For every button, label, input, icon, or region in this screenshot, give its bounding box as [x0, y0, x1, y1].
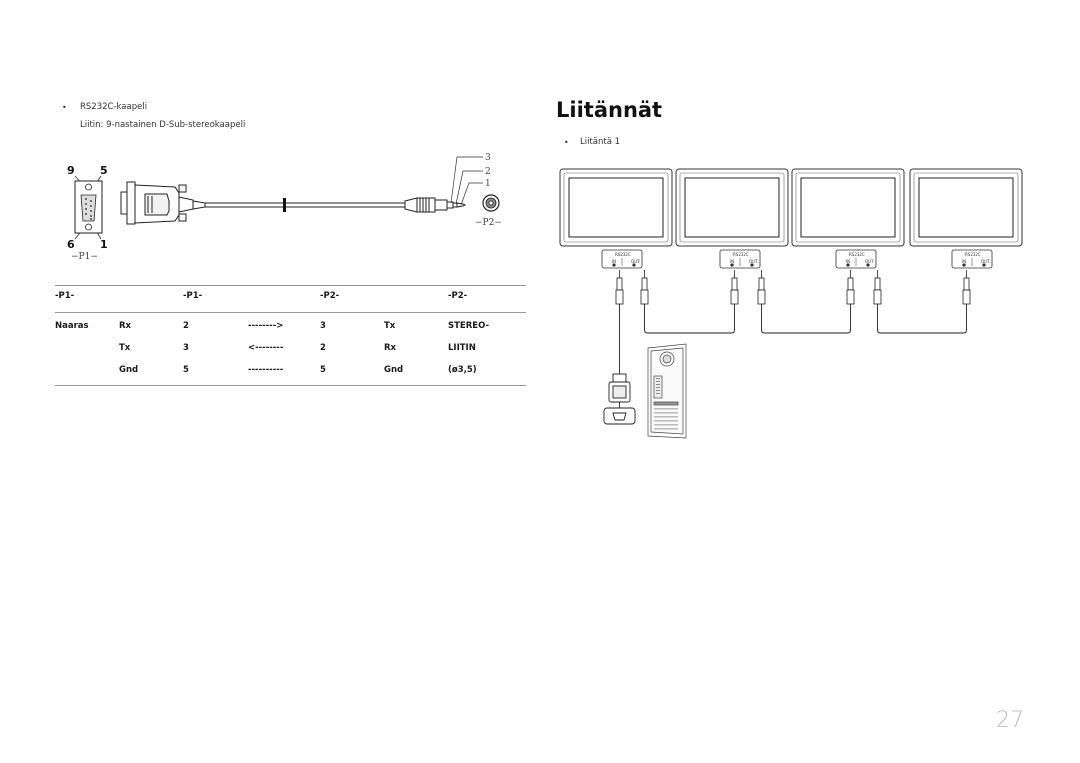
plug-pin-3: 3 — [485, 153, 491, 163]
table-cell: Rx — [384, 343, 397, 353]
display-2-in-label: IN — [730, 259, 734, 264]
table-cell: Gnd — [384, 365, 404, 375]
rs232c-cable-diagram: 9 5 6 1 −P1− — [67, 153, 502, 262]
display-2-port-label: RS232C — [733, 252, 749, 257]
pin-label-1: 1 — [100, 238, 108, 251]
table-bottom-rule — [55, 385, 526, 386]
display-2-out-label: OUT — [749, 259, 758, 264]
table-cell: (ø3,5) — [448, 365, 477, 375]
cable-ferrite — [283, 198, 286, 212]
p2-label: −P2− — [475, 218, 502, 228]
display-4-out-label: OUT — [981, 259, 990, 264]
table-cell: ---------- — [248, 365, 284, 375]
table-top-rule — [55, 285, 526, 286]
section-title: Liitännät — [556, 98, 663, 122]
db9-connector — [120, 181, 206, 225]
table-cell: 5 — [183, 365, 189, 375]
pin-table: -P1- -P1- -P2- -P2- Naaras Rx 2 --------… — [55, 285, 526, 387]
stereo-plugs — [615, 277, 971, 305]
stereo-plug-end-view — [482, 194, 500, 212]
table-cell: Gnd — [119, 365, 139, 375]
display-3-port-label: RS232C — [849, 252, 865, 257]
cable-bullet: • — [62, 103, 67, 112]
table-cell: <-------- — [248, 343, 284, 353]
chain-cables — [619, 304, 967, 374]
display-4-in-label: IN — [962, 259, 966, 264]
table-cell: 3 — [183, 343, 189, 353]
cable-title: RS232C-kaapeli — [80, 102, 148, 112]
plug-tips — [619, 270, 967, 278]
connection-bullet: • — [564, 138, 569, 147]
table-header-p2-a: -P2- — [320, 291, 340, 301]
display-3-out-label: OUT — [865, 259, 874, 264]
table-header-p1-a: -P1- — [55, 291, 75, 301]
table-cell: Tx — [119, 343, 131, 353]
table-header-rule — [55, 312, 526, 313]
table-header-p1-b: -P1- — [183, 291, 203, 301]
plug-pin-2: 2 — [485, 167, 491, 177]
table-cell: 2 — [183, 321, 189, 331]
table-header-p2-b: -P2- — [448, 291, 468, 301]
pin-label-9: 9 — [67, 164, 75, 177]
display-1: RS232C IN OUT — [559, 168, 673, 269]
stereo-plug — [404, 197, 467, 213]
display-4-port-label: RS232C — [965, 252, 981, 257]
display-4: RS232C IN OUT — [909, 168, 1023, 269]
pin-label-5: 5 — [100, 164, 108, 177]
display-2: RS232C IN OUT — [675, 168, 789, 269]
table-cell: 5 — [320, 365, 326, 375]
display-1-port-label: RS232C — [615, 252, 631, 257]
connector-description: Liitin: 9-nastainen D-Sub-stereokaapeli — [80, 120, 246, 130]
table-cell: LIITIN — [448, 343, 476, 353]
daisy-chain-diagram: RS232C IN OUT RS232C IN OUT RS232C IN OU… — [559, 168, 1023, 439]
display-1-in-label: IN — [612, 259, 616, 264]
display-1-out-label: OUT — [631, 259, 640, 264]
display-3: RS232C IN OUT — [791, 168, 905, 269]
db9-face — [74, 180, 103, 234]
table-cell: 3 — [320, 321, 326, 331]
table-cell: Rx — [119, 321, 132, 331]
p1-label: −P1− — [71, 252, 98, 262]
display-3-in-label: IN — [846, 259, 850, 264]
pc-db9-plug — [603, 373, 636, 425]
connection-item-label: Liitäntä 1 — [580, 137, 621, 147]
pc-tower — [647, 343, 687, 439]
table-cell: Naaras — [55, 321, 89, 331]
pin-label-6: 6 — [67, 238, 75, 251]
page-number: 27 — [996, 708, 1024, 733]
table-cell: STEREO- — [448, 321, 489, 331]
table-cell: Tx — [384, 321, 396, 331]
table-cell: 2 — [320, 343, 326, 353]
table-cell: --------> — [248, 321, 284, 331]
plug-pin-1: 1 — [485, 179, 491, 189]
